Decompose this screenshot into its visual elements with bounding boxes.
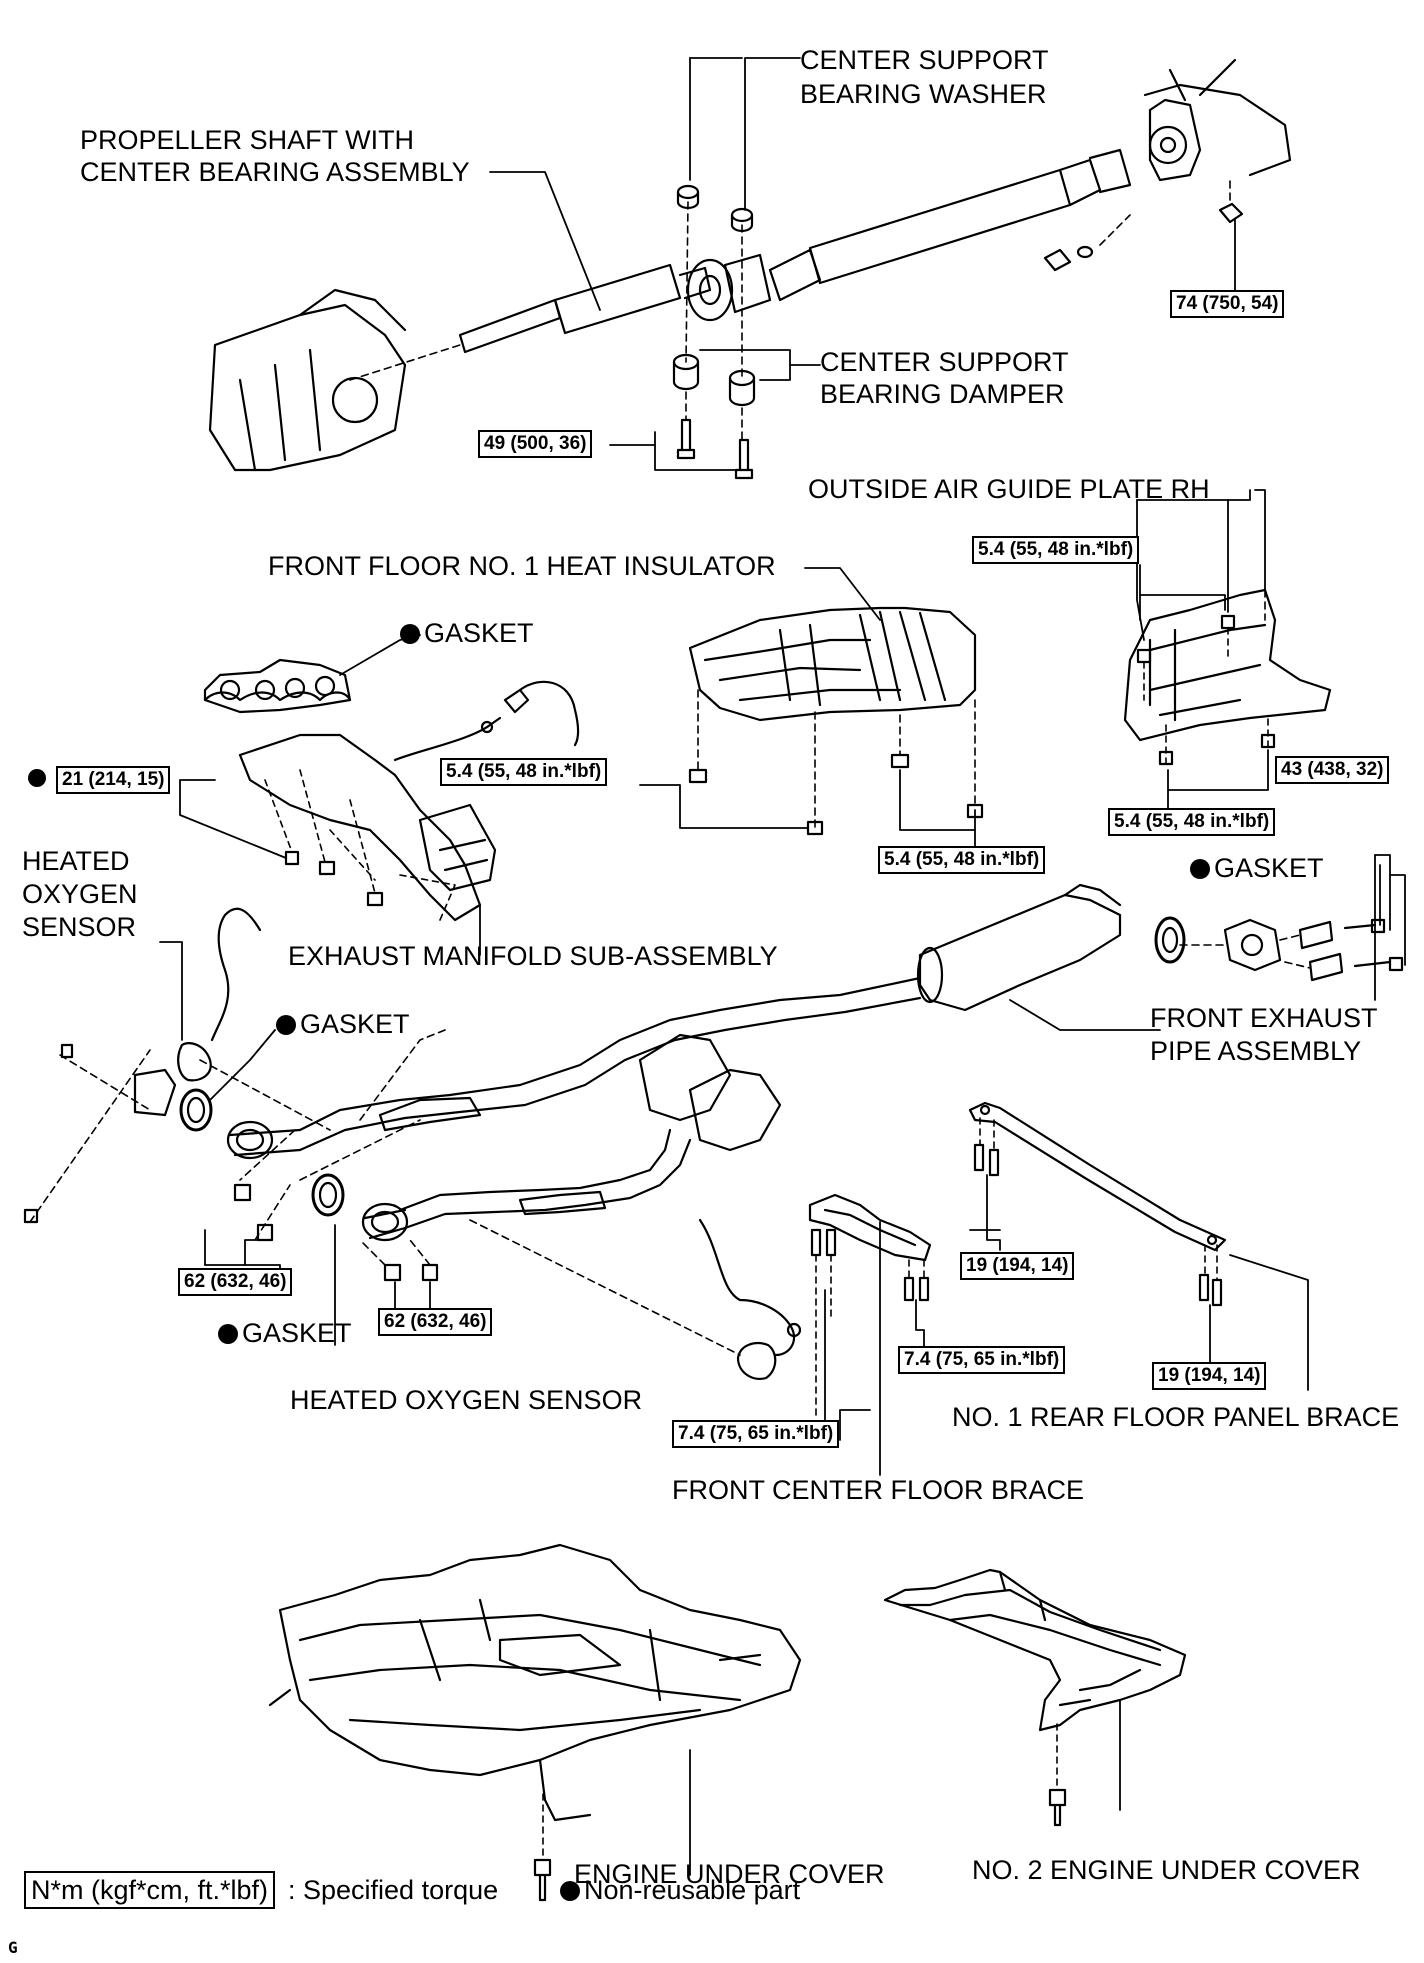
label-no2-engine-under-cover: NO. 2 ENGINE UNDER COVER [972,1855,1361,1885]
nonreusable-dot [560,1881,580,1901]
label-center-support-bearing-washer-1: CENTER SUPPORT [800,45,1049,75]
nonreusable-dot [28,769,46,787]
torque-54-plate-bottom: 5.4 (55, 48 in.*lbf) [1108,808,1276,836]
rear-floor-panel-brace-drawing [968,1101,1227,1252]
torque-54-insulator-right: 5.4 (55, 48 in.*lbf) [878,846,1046,874]
legend-torque-text: : Specified torque [288,1875,499,1905]
torque-19-upper: 19 (194, 14) [960,1252,1075,1280]
nonreusable-dot [400,624,420,644]
label-gasket-right: GASKET [1190,852,1324,885]
torque-21: 21 (214, 15) [28,766,171,794]
propeller-shaft-drawing [208,58,1292,480]
exhaust-manifold-drawing [203,658,580,922]
label-front-exhaust-pipe-1: FRONT EXHAUST [1150,1003,1378,1033]
label-gasket-left: GASKET [276,1008,410,1041]
label-center-support-bearing-damper-1: CENTER SUPPORT [820,347,1069,377]
label-propeller-shaft-1: PROPELLER SHAFT WITH [80,125,415,155]
torque-49: 49 (500, 36) [478,430,593,458]
torque-62-right: 62 (632, 46) [378,1308,493,1336]
air-guide-plate-drawing [1123,588,1332,742]
legend-nonreusable: Non-reusable part [560,1873,800,1907]
label-heated-oxygen-sensor-1: HEATED [22,846,130,876]
front-center-floor-brace-drawing [808,1193,932,1262]
label-exhaust-manifold: EXHAUST MANIFOLD SUB-ASSEMBLY [288,941,778,971]
nonreusable-dot [1190,859,1210,879]
label-no1-rear-floor-panel-brace: NO. 1 REAR FLOOR PANEL BRACE [952,1402,1400,1432]
label-gasket-bottom: GASKET [218,1317,352,1350]
figure-id: G [8,1938,18,1957]
front-exhaust-pipe-drawing [226,883,1122,1242]
legend-nonreusable-text: Non-reusable part [584,1875,801,1905]
torque-74-sensor: 7.4 (75, 65 in.*lbf) [672,1420,840,1448]
no2-engine-under-cover-drawing [883,1568,1187,1732]
label-center-support-bearing-damper-2: BEARING DAMPER [820,379,1065,409]
torque-74-brace: 7.4 (75, 65 in.*lbf) [898,1346,1066,1374]
gasket-left-text: GASKET [300,1009,410,1039]
torque-43: 43 (438, 32) [1275,756,1390,784]
label-outside-air-guide-plate: OUTSIDE AIR GUIDE PLATE RH [808,474,1210,504]
label-engine-under-cover: ENGINE UNDER COVER [574,1859,885,1889]
gasket-manifold-text: GASKET [424,618,534,648]
torque-74: 74 (750, 54) [1170,290,1285,318]
label-center-support-bearing-washer-2: BEARING WASHER [800,79,1047,109]
gasket-right-text: GASKET [1214,853,1324,883]
label-propeller-shaft-2: CENTER BEARING ASSEMBLY [80,157,470,187]
torque-19-lower: 19 (194, 14) [1152,1362,1267,1390]
engine-under-cover-drawing [268,1543,802,1822]
label-heated-oxygen-sensor-lower: HEATED OXYGEN SENSOR [290,1385,643,1415]
nonreusable-dot [218,1324,238,1344]
legend-torque-box: N*m (kgf*cm, ft.*lbf) [24,1871,276,1909]
label-front-center-floor-brace: FRONT CENTER FLOOR BRACE [672,1475,1085,1505]
torque-54-insulator-left: 5.4 (55, 48 in.*lbf) [440,758,608,786]
gasket-bottom-text: GASKET [242,1318,352,1348]
nonreusable-dot [276,1015,296,1035]
label-front-exhaust-pipe-2: PIPE ASSEMBLY [1150,1036,1362,1066]
heat-insulator-drawing [688,606,977,722]
label-heated-oxygen-sensor-2: OXYGEN [22,879,138,909]
torque-21-text: 21 (214, 15) [62,769,165,790]
label-front-floor-heat-insulator: FRONT FLOOR NO. 1 HEAT INSULATOR [268,551,776,581]
torque-54-plate-top: 5.4 (55, 48 in.*lbf) [972,536,1140,564]
label-heated-oxygen-sensor-3: SENSOR [22,912,137,942]
label-gasket-manifold: GASKET [400,617,534,650]
torque-62-left: 62 (632, 46) [178,1268,293,1296]
